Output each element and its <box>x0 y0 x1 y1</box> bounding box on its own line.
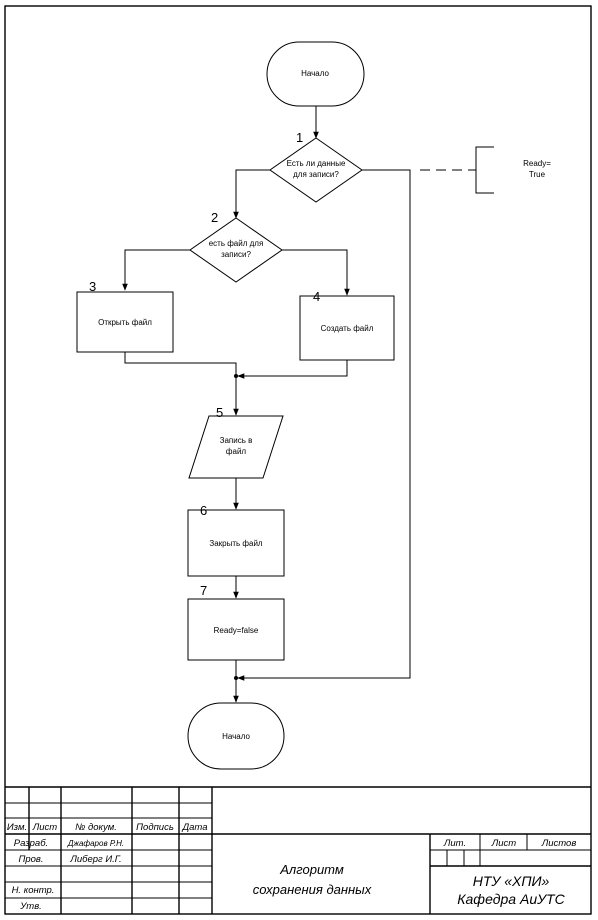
process-create-file: Создать файл <box>299 295 395 361</box>
process-ready-false-label: Ready=false <box>214 626 259 635</box>
connectors <box>122 106 411 703</box>
connector-d1-d2 <box>233 169 270 219</box>
stamp-header-data: Дата <box>181 822 207 833</box>
decision-file-exists: есть файл для записи? <box>189 217 283 283</box>
stamp-header-dokum: № докум. <box>75 822 117 833</box>
stamp-role-nkontr: Н. контр. <box>12 885 55 896</box>
stamp-header-izm: Изм. <box>7 822 27 833</box>
step-number-6: 6 <box>200 503 207 518</box>
connector-open-merge <box>124 352 237 376</box>
stamp-listov: Листов <box>541 838 577 849</box>
step-number-5: 5 <box>216 405 223 420</box>
stamp-name-prov: Либерг И.Г. <box>69 854 121 865</box>
stamp-name-razrab: Джафаров Р.Н. <box>67 839 124 848</box>
stamp-org-line1: НТУ «ХПИ» <box>473 873 550 889</box>
stamp-header-list: Лист <box>32 822 58 833</box>
stamp-role-razrab: Разраб. <box>14 838 48 849</box>
process-open-file-label: Открыть файл <box>98 318 152 327</box>
process-close-file-label: Закрыть файл <box>209 539 263 548</box>
start-label: Начало <box>301 69 329 78</box>
process-create-file-label: Создать файл <box>321 324 374 333</box>
io-write-file-line2: файл <box>226 447 247 456</box>
connector-d1-bypass <box>237 169 411 681</box>
io-write-file-line1: Запись в <box>220 436 253 445</box>
stamp-org-line2: Кафедра АиУТС <box>457 891 565 907</box>
stamp-list: Лист <box>491 838 517 849</box>
connector-d2-open <box>122 249 190 291</box>
stamp-title-line1: Алгоритм <box>279 862 344 877</box>
process-open-file: Открыть файл <box>76 291 174 353</box>
comment-annotation: Ready= True <box>420 146 551 194</box>
decision-file-exists-line1: есть файл для <box>209 239 264 248</box>
comment-line2: True <box>529 170 546 179</box>
comment-bracket <box>475 146 494 194</box>
stamp-lit: Лит. <box>443 838 466 849</box>
process-close-file: Закрыть файл <box>187 509 285 577</box>
decision-has-data-line2: для записи? <box>293 170 339 179</box>
step-number-3: 3 <box>89 279 96 294</box>
stamp-role-prov: Пров. <box>18 854 43 865</box>
end-label: Начало <box>222 732 250 741</box>
title-block: Изм. Лист № докум. Подпись Дата Разраб. … <box>5 786 591 914</box>
io-write-file: Запись в файл <box>188 415 284 479</box>
decision-has-data: Есть ли данные для записи? <box>269 137 363 203</box>
stamp-role-utv: Утв. <box>19 901 42 912</box>
connector-d2-create <box>282 249 350 296</box>
stamp-title-line2: сохранения данных <box>253 882 372 897</box>
sheet-frame <box>4 5 592 915</box>
connector-create-merge <box>237 360 348 379</box>
decision-has-data-line1: Есть ли данные <box>287 159 346 168</box>
step-number-4: 4 <box>313 289 320 304</box>
process-ready-false: Ready=false <box>187 598 285 661</box>
step-number-2: 2 <box>211 210 218 225</box>
decision-file-exists-line2: записи? <box>221 250 251 259</box>
start-terminator: Начало <box>266 41 365 107</box>
step-number-1: 1 <box>296 130 303 145</box>
comment-line1: Ready= <box>523 159 551 168</box>
step-number-7: 7 <box>200 583 207 598</box>
stamp-header-podpis: Подпись <box>136 822 174 833</box>
end-terminator: Начало <box>187 702 285 770</box>
